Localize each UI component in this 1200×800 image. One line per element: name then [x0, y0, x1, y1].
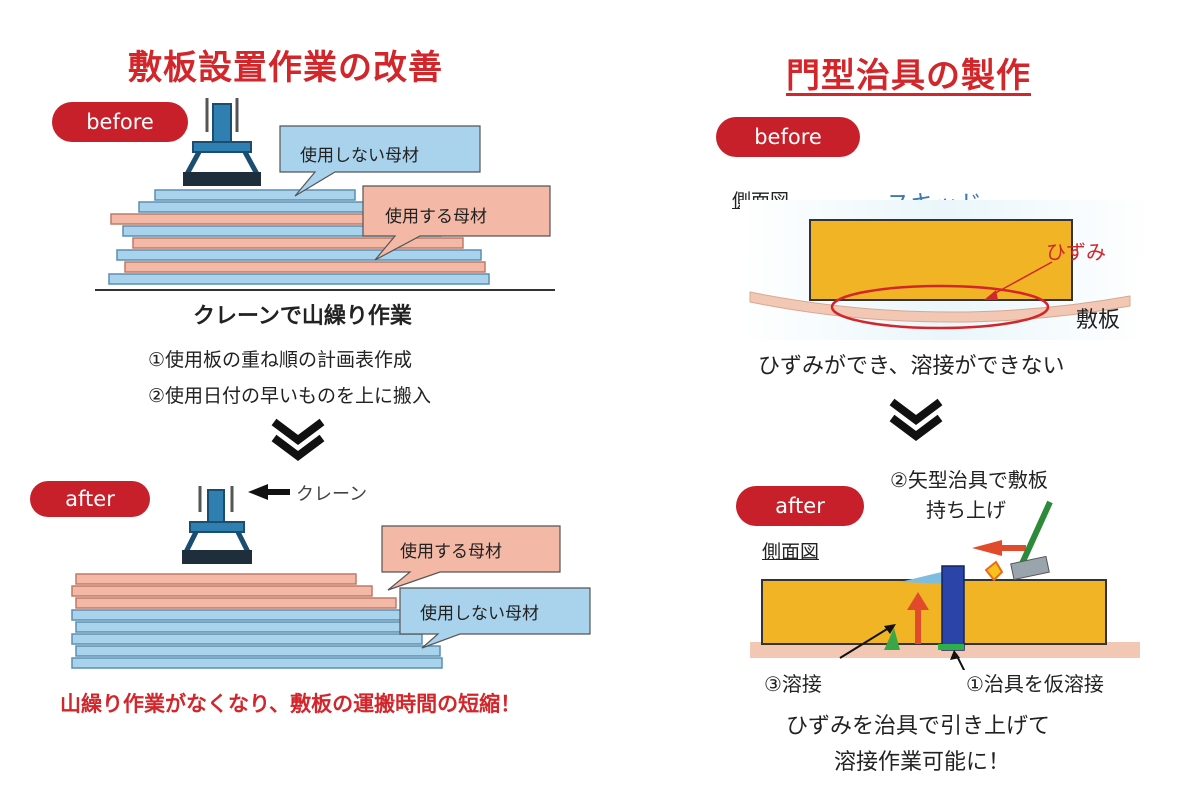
wedge-icon: [900, 570, 950, 584]
right-problem: ひずみができ、溶接ができない: [758, 354, 1065, 379]
right-step2-line1: ②矢型治具で敷板: [890, 468, 1048, 492]
weld-pointer: [839, 625, 893, 659]
right-side-view-after: 側面図: [762, 541, 820, 563]
after-stack-diagram: [71, 484, 591, 669]
down-arrow-icon: [889, 398, 943, 441]
left-arrow-icon: [248, 484, 290, 500]
plate-label: 敷板: [1076, 308, 1121, 333]
right-step1: ①治具を仮溶接: [966, 672, 1104, 696]
bent-plate: [749, 291, 1131, 323]
distortion-circle: [830, 284, 1050, 330]
after-callout-unused-label: 使用しない母材: [420, 604, 539, 624]
left-after-badge: after: [30, 481, 150, 517]
before-distortion-diagram: [740, 200, 1150, 340]
down-arrow-icon: [271, 418, 325, 461]
distortion-label: ひずみ: [1046, 240, 1106, 264]
callout-unused-label: 使用しない母材: [300, 146, 419, 166]
callout-used-label: 使用する母材: [385, 207, 487, 227]
crane-icon: [182, 486, 252, 564]
right-after-badge: after: [736, 486, 864, 526]
left-before-caption: クレーンで山繰り作業: [193, 304, 412, 329]
callout-used: [362, 185, 551, 261]
crane-label: クレーン: [296, 484, 368, 505]
push-arrow-icon: [972, 540, 1026, 556]
hammer-icon: [984, 500, 1053, 582]
left-step2: ②使用日付の早いものを上に搬入: [148, 385, 432, 407]
after-callout-used: [381, 525, 561, 591]
crane-icon: [183, 98, 261, 186]
skid-block: [809, 219, 1073, 301]
after-callout-used-label: 使用する母材: [400, 542, 502, 562]
left-title: 敷板設置作業の改善: [128, 48, 443, 88]
right-title: 門型治具の製作: [786, 56, 1031, 96]
skid-block-after: [761, 579, 1107, 645]
right-before-badge: before: [716, 117, 860, 157]
lift-arrow-icon: [907, 592, 929, 644]
before-stack-diagram: [95, 98, 555, 291]
plate-stack-after: [71, 573, 443, 669]
left-result: 山繰り作業がなくなり、敷板の運搬時間の短縮！: [60, 692, 522, 716]
left-before-badge: before: [52, 102, 188, 142]
left-step1: ①使用板の重ね順の計画表作成: [148, 349, 413, 371]
weld-mark-icon: [884, 628, 900, 650]
jig-icon: [941, 565, 965, 651]
after-callout-unused: [399, 587, 591, 649]
after-jig-diagram: [750, 500, 1140, 670]
callout-unused: [279, 125, 481, 197]
right-result-line2: 溶接作業可能に！: [834, 750, 1011, 775]
right-step2-line2: 持ち上げ: [926, 498, 1006, 522]
right-result-line1: ひずみを治具で引き上げて: [786, 714, 1051, 739]
right-step3: ③溶接: [764, 672, 822, 696]
